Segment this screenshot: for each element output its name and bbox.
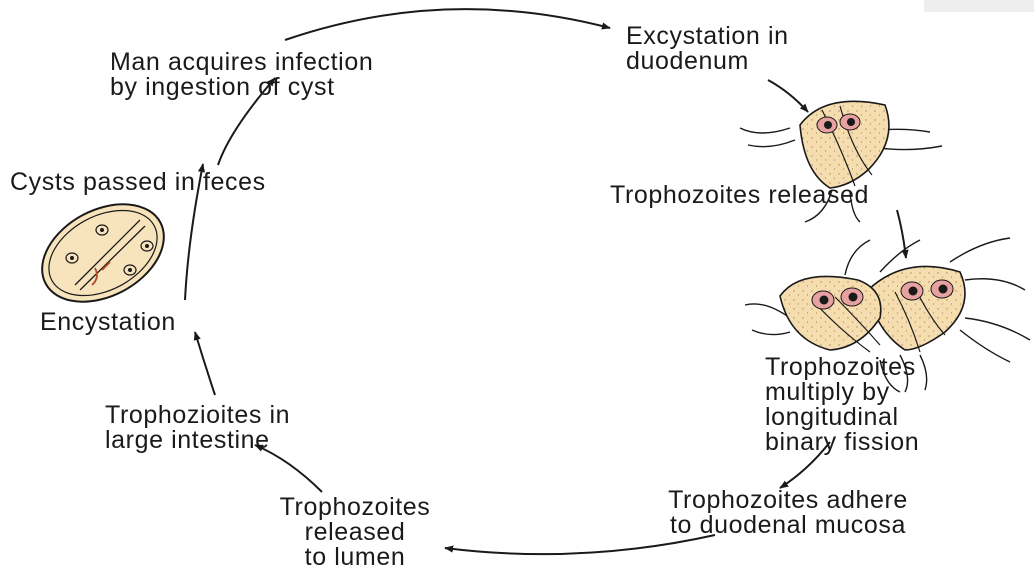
arrow-released-to-multiply [897, 210, 906, 258]
label-cysts-passed: Cysts passed in feces [10, 170, 266, 195]
label-trophozoites-released: Trophozoites released [610, 183, 869, 208]
arrow-excystation-to-trophozoite [768, 80, 808, 112]
label-adhere-duodenal-mucosa: Trophozoites adhere to duodenal mucosa [588, 488, 988, 538]
label-large-intestine: Trophozioites in large intestine [105, 403, 290, 453]
label-man-acquires-infection: Man acquires infection by ingestion of c… [110, 50, 373, 100]
label-multiply-binary-fission: Trophozoites multiply by longitudinal bi… [765, 355, 919, 455]
cyst [25, 185, 180, 322]
label-excystation: Excystation in duodenum [626, 24, 789, 74]
arrow-large-intestine-to-encystation [195, 332, 215, 395]
arrow-ingestion-to-excystation [285, 9, 610, 40]
label-released-to-lumen: Trophozoites released to lumen [235, 495, 475, 570]
label-encystation: Encystation [40, 310, 176, 335]
